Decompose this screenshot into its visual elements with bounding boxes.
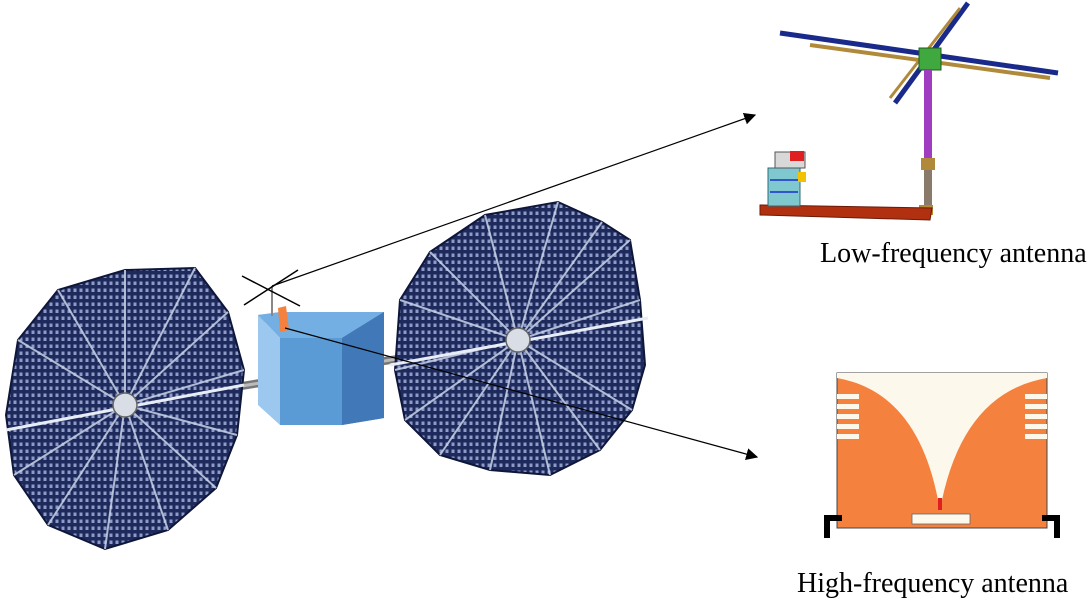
low-frequency-antenna-model	[759, 1, 1059, 221]
high-frequency-antenna-model	[824, 372, 1060, 538]
low-frequency-antenna-caption: Low-frequency antenna	[820, 238, 1087, 269]
arrow-to-low-frequency	[271, 112, 757, 287]
arrow-to-high-frequency	[284, 327, 759, 460]
high-frequency-antenna-caption: High-frequency antenna	[797, 568, 1069, 599]
left-solar-array	[4, 266, 246, 551]
satellite-body	[258, 306, 384, 425]
low-frequency-antenna-mini	[241, 269, 301, 316]
right-solar-array	[389, 200, 649, 477]
